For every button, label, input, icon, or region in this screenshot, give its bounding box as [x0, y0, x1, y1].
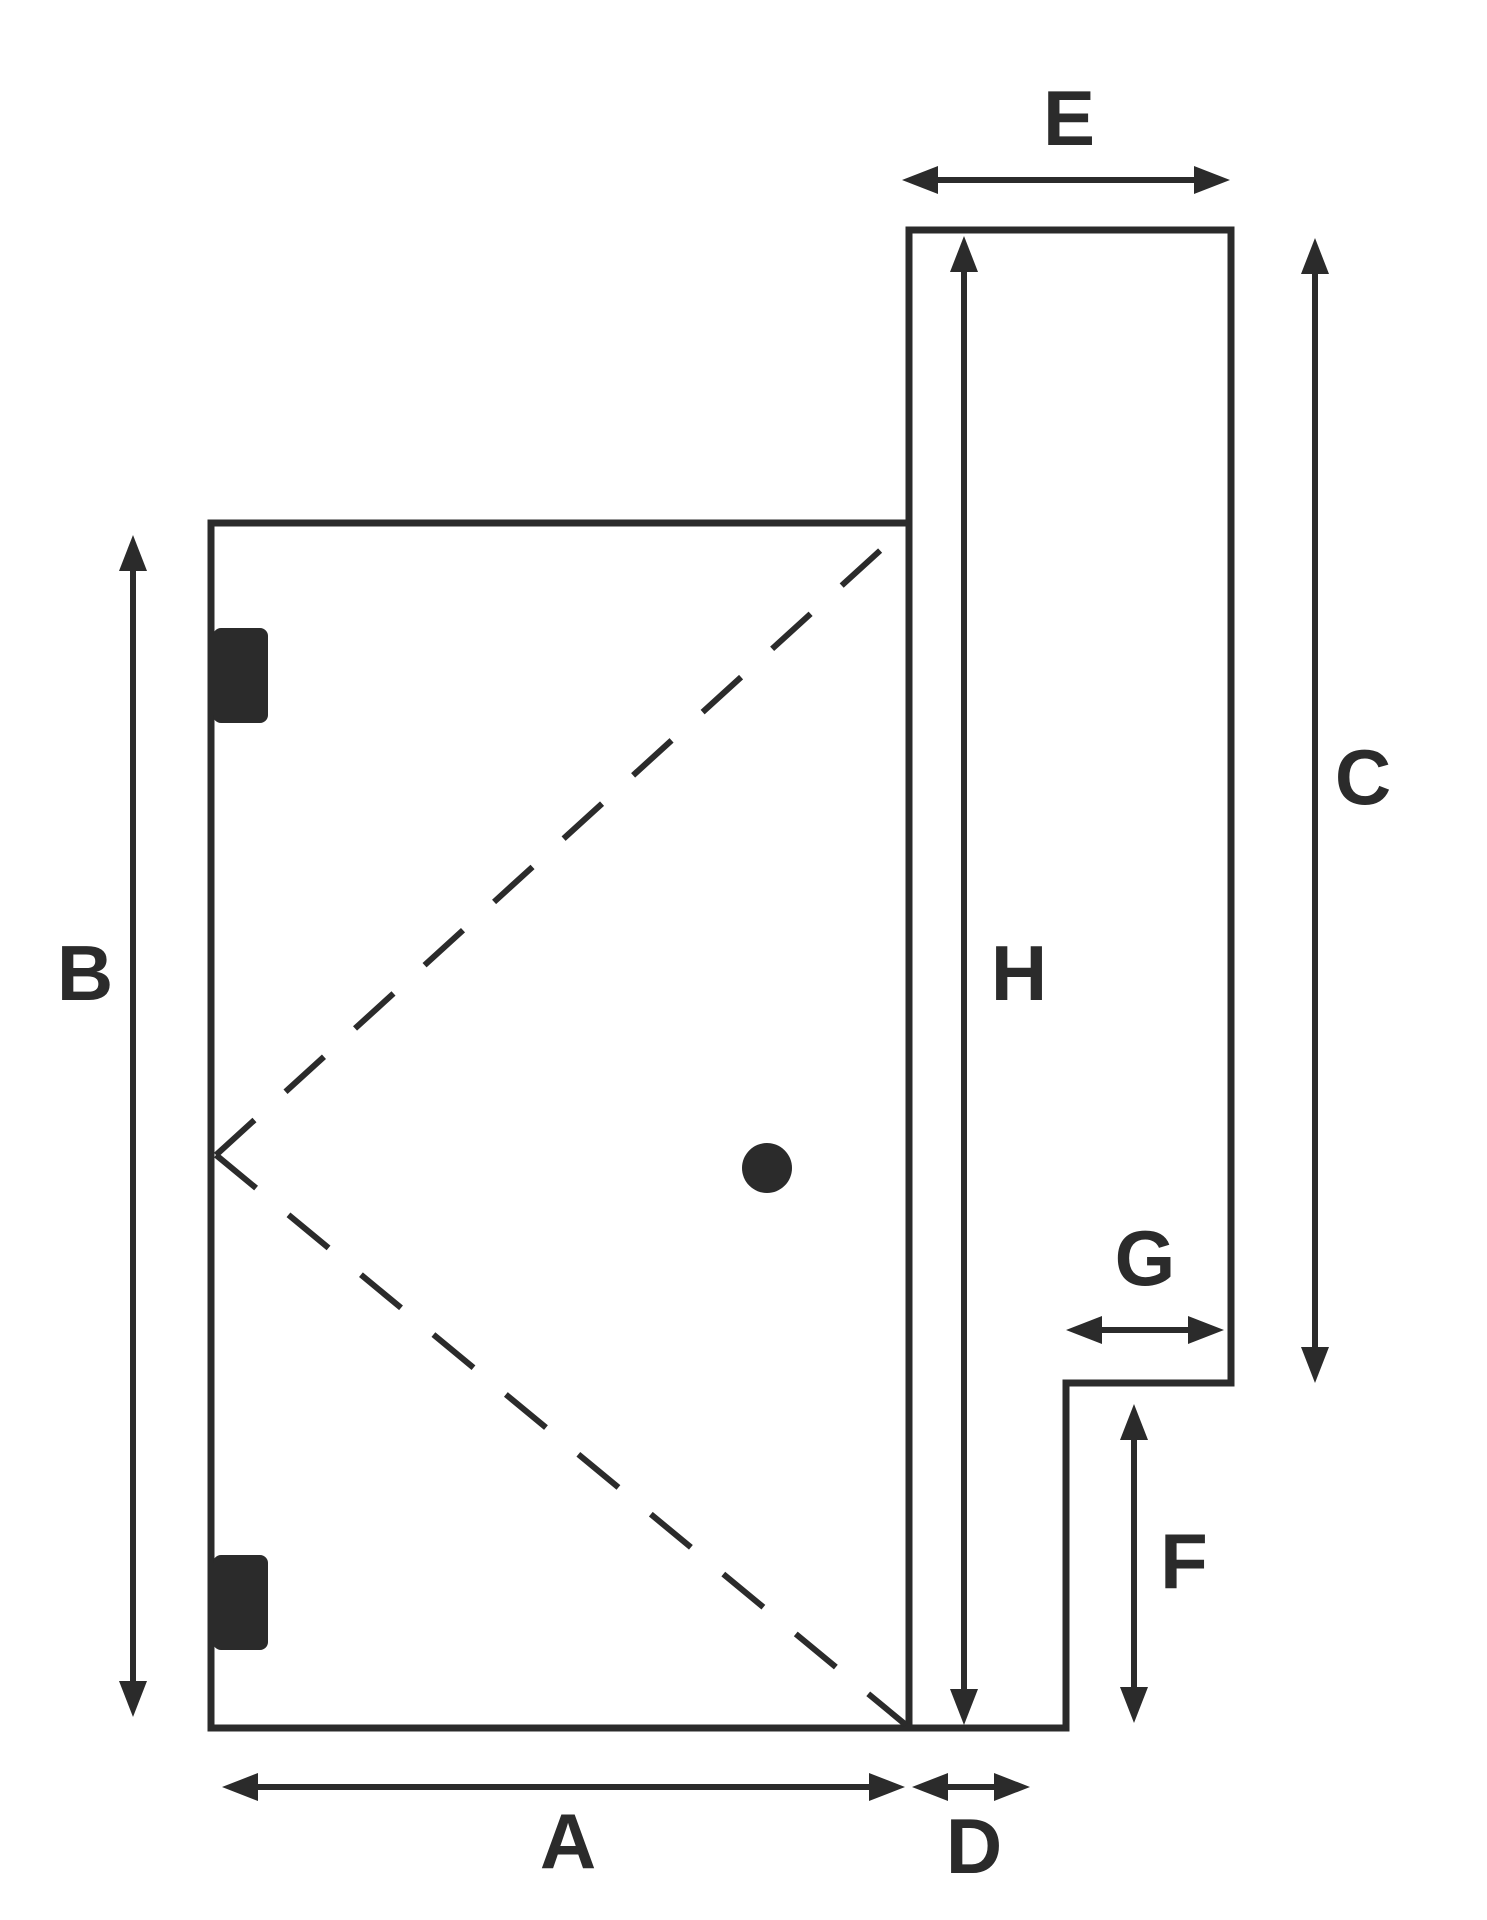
door-handle: [742, 1143, 792, 1193]
dimension-label-b: B: [57, 929, 113, 1017]
dimension-arrowhead-c-start: [1301, 238, 1329, 274]
fixed-panel-outline: [905, 226, 1235, 1732]
dimension-arrowhead-h-start: [950, 236, 978, 272]
dimension-label-a: A: [540, 1797, 596, 1885]
dimension-arrowhead-f-end: [1120, 1687, 1148, 1723]
dimension-arrowhead-d-start: [912, 1773, 948, 1801]
dimension-arrows: [119, 166, 1329, 1801]
dimension-label-g: G: [1115, 1214, 1176, 1302]
dimension-label-f: F: [1160, 1517, 1208, 1605]
dimension-arrowhead-b-start: [119, 535, 147, 571]
dimension-arrowhead-e-start: [902, 166, 938, 194]
dimension-arrowhead-e-end: [1194, 166, 1230, 194]
dimension-label-h: H: [991, 929, 1047, 1017]
dimension-arrowhead-h-end: [950, 1689, 978, 1725]
dimension-arrowhead-a-end: [869, 1773, 905, 1801]
lower-hinge: [213, 1555, 268, 1650]
dimension-arrowhead-g-start: [1066, 1316, 1102, 1344]
dimension-arrowhead-g-end: [1188, 1316, 1224, 1344]
dimension-label-c: C: [1335, 733, 1391, 821]
dimension-arrowhead-a-start: [222, 1773, 258, 1801]
door-panel-outline: [207, 519, 913, 1732]
door-swing-lower-dashed-line: [214, 1152, 908, 1728]
dimension-label-e: E: [1043, 74, 1095, 162]
upper-hinge: [213, 628, 268, 723]
door-swing-upper-dashed-line: [213, 524, 909, 1158]
dimension-label-d: D: [946, 1802, 1002, 1890]
dimension-arrowhead-b-end: [119, 1681, 147, 1717]
dimension-arrowhead-c-end: [1301, 1347, 1329, 1383]
dimension-arrowhead-f-start: [1120, 1404, 1148, 1440]
dimension-arrowhead-d-end: [994, 1773, 1030, 1801]
